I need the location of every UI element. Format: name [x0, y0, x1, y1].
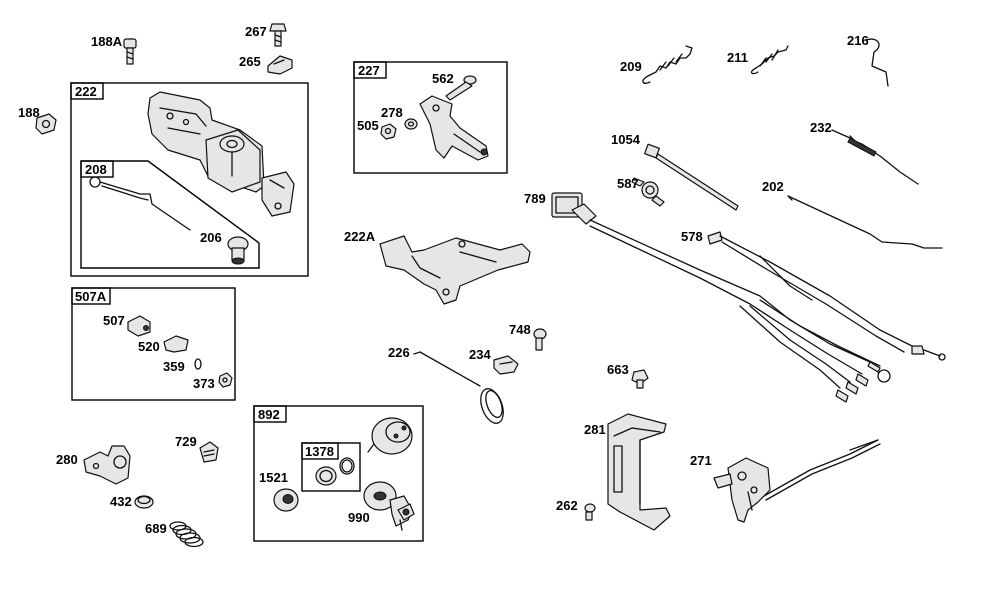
part-507-switch: [127, 315, 151, 337]
label-505: 505: [357, 118, 379, 133]
label-206: 206: [200, 230, 222, 245]
label-689: 689: [145, 521, 167, 536]
label-188A: 188A: [91, 34, 123, 49]
group-tag-892: 892: [258, 407, 280, 422]
group-tag-208: 208: [85, 162, 107, 177]
label-507: 507: [103, 313, 125, 328]
label-278: 278: [381, 105, 403, 120]
part-262-screw: [584, 503, 596, 521]
part-748-screw: [533, 328, 547, 351]
label-663: 663: [607, 362, 629, 377]
part-892-key-switch: [367, 417, 413, 455]
group-box-507A: 507A: [71, 287, 236, 401]
label-226: 226: [388, 345, 410, 360]
label-209: 209: [620, 59, 642, 74]
part-1521-bezel: [273, 488, 299, 512]
label-280: 280: [56, 452, 78, 467]
part-729-fitting: [199, 441, 219, 463]
part-1054-cable-tie: [644, 143, 739, 211]
part-562-bolt: [445, 75, 477, 101]
part-271-throttle-control: [713, 439, 881, 523]
part-278-washer: [404, 118, 418, 130]
part-990-switch-key: [363, 481, 415, 531]
label-267: 267: [245, 24, 267, 39]
part-188-nut: [35, 113, 57, 135]
part-281-bracket: [607, 413, 671, 531]
part-211-spring: [750, 45, 789, 75]
group-box-1378: 1378: [301, 442, 361, 492]
label-232: 232: [810, 120, 832, 135]
group-tag-507A: 507A: [75, 289, 107, 304]
part-209-spring: [642, 45, 693, 84]
part-234-clip: [493, 355, 519, 375]
group-tag-222: 222: [75, 84, 97, 99]
part-222A-bracket: [379, 235, 531, 305]
part-373-nut: [218, 372, 233, 388]
part-505-nut: [380, 123, 397, 140]
label-222A: 222A: [344, 229, 376, 244]
part-265-clip: [267, 55, 293, 75]
group-box-892: 892: [253, 405, 424, 542]
label-271: 271: [690, 453, 712, 468]
label-587: 587: [617, 176, 639, 191]
label-432: 432: [110, 494, 132, 509]
part-267-bolt: [269, 23, 287, 47]
part-188A-screw: [123, 38, 137, 65]
part-202-rod: [787, 195, 943, 249]
part-232-spring: [831, 129, 919, 185]
label-373: 373: [193, 376, 215, 391]
label-562: 562: [432, 71, 454, 86]
part-1378-nut-washer: [315, 457, 355, 486]
part-578-cable: [707, 231, 946, 361]
part-359-washer: [194, 358, 202, 370]
label-1054: 1054: [611, 132, 641, 147]
part-226-rod-loop: [413, 351, 504, 424]
label-520: 520: [138, 339, 160, 354]
group-box-208: 208: [80, 160, 260, 269]
part-789-wiring-harness: [551, 192, 891, 403]
label-202: 202: [762, 179, 784, 194]
label-578: 578: [681, 229, 703, 244]
group-tag-227: 227: [358, 63, 380, 78]
part-432-ring: [134, 495, 154, 509]
label-729: 729: [175, 434, 197, 449]
label-211: 211: [727, 50, 748, 65]
part-663-bolt: [631, 369, 649, 389]
label-188: 188: [18, 105, 40, 120]
part-206-bushing: [227, 236, 249, 265]
label-748: 748: [509, 322, 531, 337]
label-281: 281: [584, 422, 606, 437]
label-262: 262: [556, 498, 578, 513]
label-265: 265: [239, 54, 261, 69]
part-587-clamp: [631, 177, 665, 207]
group-tag-1378: 1378: [305, 444, 334, 459]
label-789: 789: [524, 191, 546, 206]
part-227-lever: [419, 95, 489, 161]
part-222-control-bracket: [147, 91, 295, 217]
label-216: 216: [847, 33, 869, 48]
part-280-bracket: [83, 445, 131, 485]
label-234: 234: [469, 347, 491, 362]
label-990: 990: [348, 510, 370, 525]
part-689-spring: [169, 521, 204, 548]
label-359: 359: [163, 359, 185, 374]
label-1521: 1521: [259, 470, 288, 485]
group-box-222: 222: [70, 82, 309, 277]
part-520-bracket: [163, 335, 189, 353]
part-216-wire: [865, 38, 889, 87]
group-box-227: 227: [353, 61, 508, 174]
part-208-link-rod: [89, 176, 191, 231]
